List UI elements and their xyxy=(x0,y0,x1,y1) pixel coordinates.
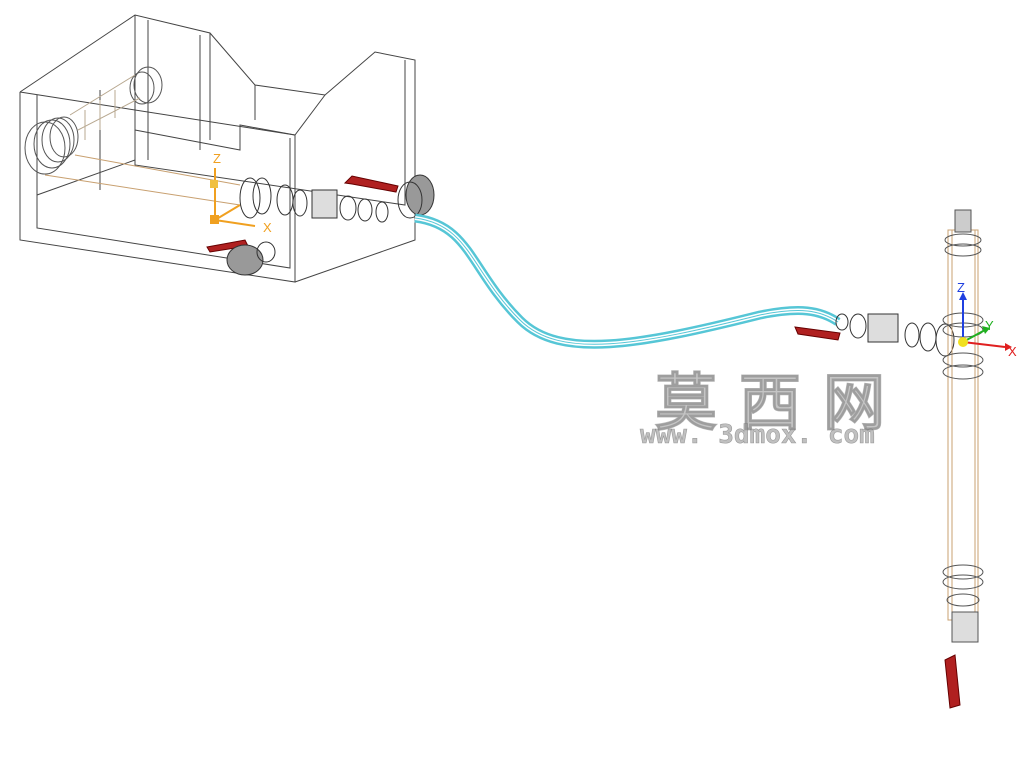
gizmo-left-z-label: Z xyxy=(213,151,221,166)
bottom-valve-handle[interactable] xyxy=(944,654,961,709)
axis-gizmo-left[interactable]: X Z xyxy=(210,151,272,235)
right-valve-handle[interactable] xyxy=(794,326,841,341)
wireframe-tank[interactable] xyxy=(19,14,416,283)
right-valve-assembly[interactable] xyxy=(835,313,955,357)
gizmo-right-y-label: Y xyxy=(985,318,994,333)
gizmo-left-x-label: X xyxy=(263,220,272,235)
flexible-hose[interactable] xyxy=(414,213,841,349)
watermark-title: 莫西网 xyxy=(654,366,908,440)
gizmo-right-x-label: X xyxy=(1008,344,1017,359)
left-valve-assembly[interactable] xyxy=(239,174,435,223)
left-valve-handle[interactable] xyxy=(343,175,399,193)
watermark-url: www. 3dmox. com xyxy=(640,420,875,451)
drain-valve[interactable] xyxy=(206,239,276,276)
gizmo-right-z-label: Z xyxy=(957,280,965,295)
axis-gizmo-right[interactable]: X Y Z xyxy=(957,280,1017,359)
vertical-tee-pipe[interactable] xyxy=(942,209,984,643)
corrugated-fitting[interactable] xyxy=(24,66,163,175)
